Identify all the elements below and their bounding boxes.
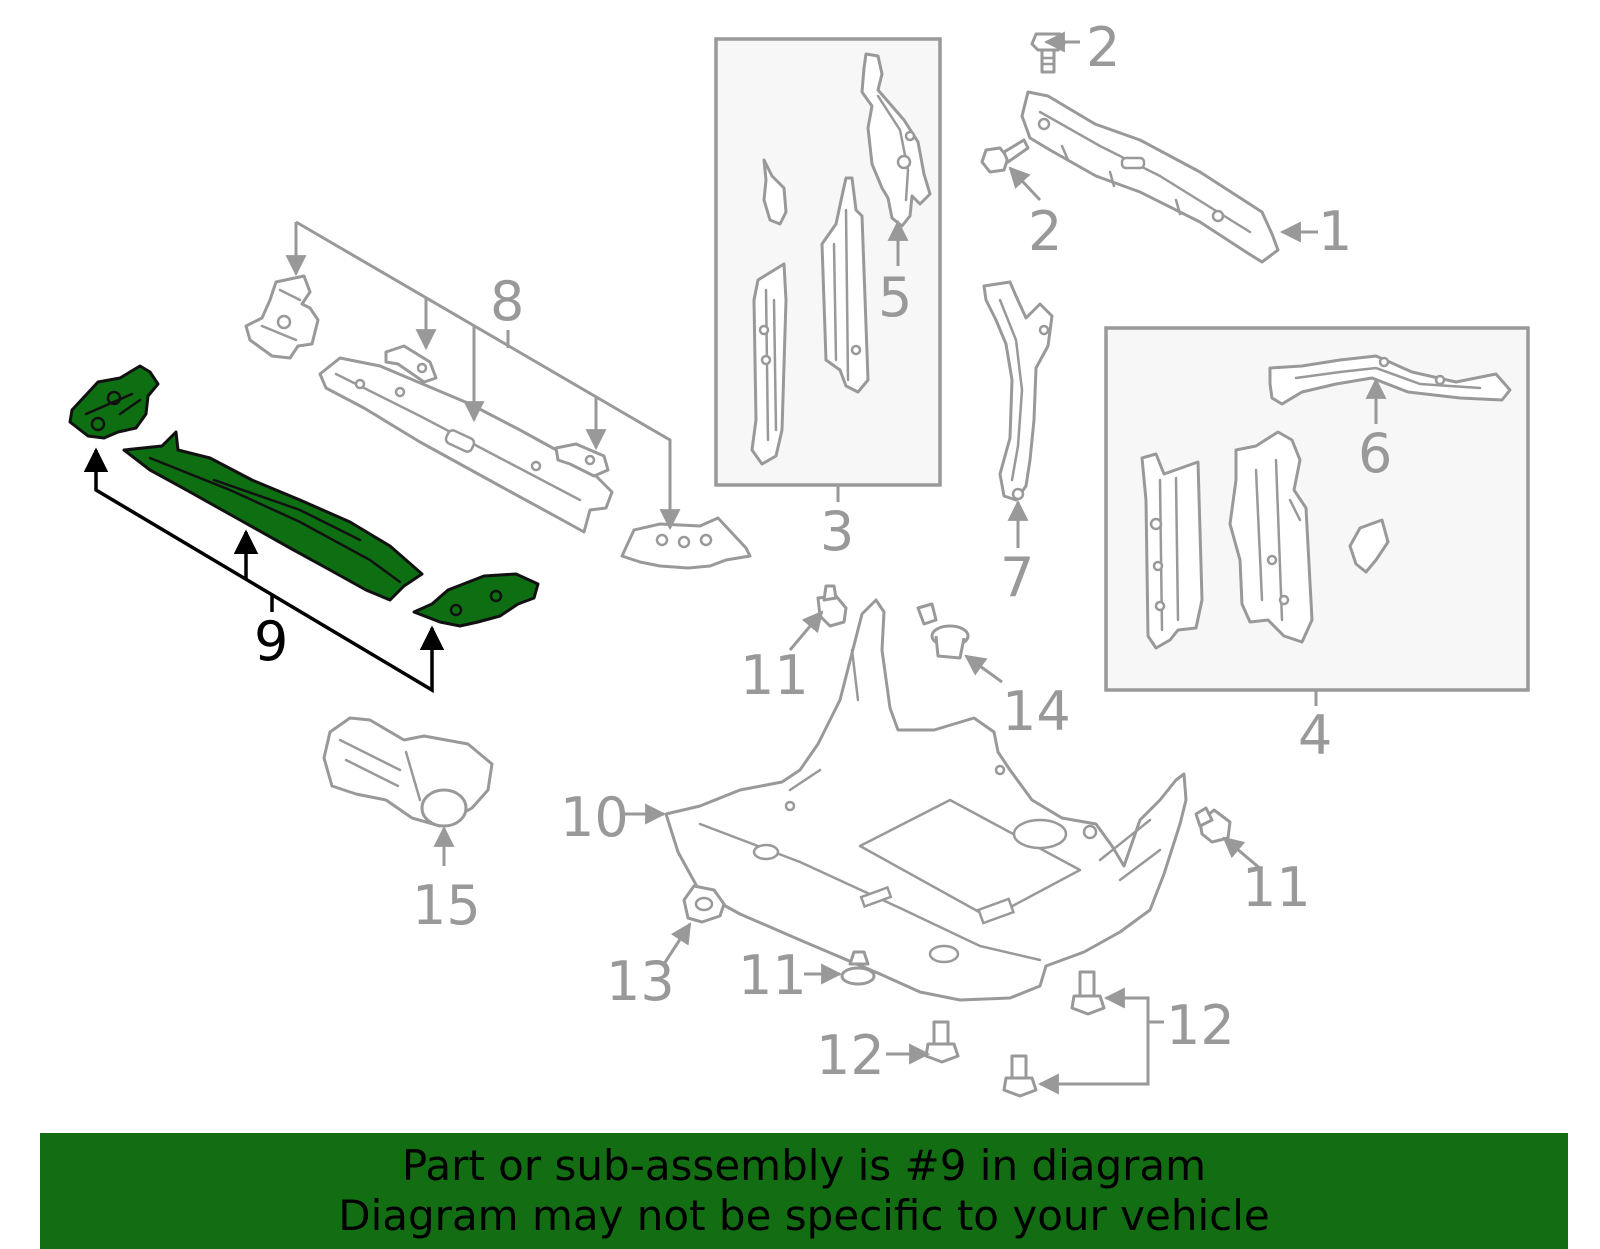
part-6-upper-bar[interactable] xyxy=(1268,354,1512,406)
label-part-6: 6 xyxy=(1358,422,1392,485)
notice-banner: Part or sub-assembly is #9 in diagram Di… xyxy=(40,1133,1568,1249)
part-4-pillar-left[interactable] xyxy=(1140,452,1204,650)
label-part-2-side: 2 xyxy=(1028,200,1062,263)
part-1-upper-tie-bar[interactable] xyxy=(1020,90,1280,264)
part-14-grommet[interactable] xyxy=(916,602,970,660)
label-part-12-right: 12 xyxy=(1166,994,1235,1057)
label-part-7: 7 xyxy=(1000,546,1034,609)
part-4-pillar-right[interactable] xyxy=(1228,430,1314,644)
part-8-bracket-right[interactable] xyxy=(620,516,752,570)
part-12-bolt-a[interactable] xyxy=(1070,970,1106,1016)
part-11-clip-top[interactable] xyxy=(816,584,848,628)
part-10-under-cover[interactable] xyxy=(664,598,1188,1002)
part-11-clip-right[interactable] xyxy=(1194,806,1232,844)
part-8-bracket-left[interactable] xyxy=(244,274,320,360)
label-part-2-top: 2 xyxy=(1086,16,1120,79)
label-part-10: 10 xyxy=(560,786,629,849)
part-9-bracket-right[interactable] xyxy=(412,572,540,628)
label-part-12-left: 12 xyxy=(816,1024,885,1087)
part-9-main-panel[interactable] xyxy=(122,430,424,602)
label-part-11-top: 11 xyxy=(740,644,809,707)
label-part-13: 13 xyxy=(606,950,675,1013)
label-part-4: 4 xyxy=(1298,704,1332,767)
label-part-11-bottom: 11 xyxy=(738,944,807,1007)
part-2-bolt-top[interactable] xyxy=(1030,32,1066,74)
label-part-3: 3 xyxy=(820,500,854,563)
label-part-1: 1 xyxy=(1318,200,1352,263)
part-9-bracket-left[interactable] xyxy=(68,364,160,440)
part-3-pillar-center[interactable] xyxy=(820,176,870,394)
part-15-mount[interactable] xyxy=(322,716,494,828)
banner-line-1: Part or sub-assembly is #9 in diagram xyxy=(401,1141,1207,1190)
part-8-crossmember[interactable] xyxy=(318,356,614,534)
label-part-15: 15 xyxy=(412,874,481,937)
banner-line-2: Diagram may not be specific to your vehi… xyxy=(338,1191,1270,1240)
part-8-bracket-b[interactable] xyxy=(554,442,610,478)
label-part-5: 5 xyxy=(878,266,912,329)
label-part-14: 14 xyxy=(1002,680,1071,743)
label-part-8: 8 xyxy=(490,270,524,333)
part-12-bolt-c[interactable] xyxy=(1002,1054,1038,1098)
part-5-bracket[interactable] xyxy=(860,52,932,228)
part-11-clip-bottom[interactable] xyxy=(840,950,876,986)
part-2-bolt-side[interactable] xyxy=(980,138,1030,174)
part-3-bracket-small[interactable] xyxy=(762,158,788,226)
label-part-9: 9 xyxy=(254,610,288,673)
part-8-bracket-a[interactable] xyxy=(384,344,438,384)
part-3-pillar-left[interactable] xyxy=(750,262,788,466)
part-12-bolt-b[interactable] xyxy=(924,1020,960,1064)
part-4-bracket-small[interactable] xyxy=(1348,518,1390,574)
part-7-side-member[interactable] xyxy=(982,280,1054,502)
label-part-11-right: 11 xyxy=(1242,856,1311,919)
part-13-clip[interactable] xyxy=(682,884,726,924)
